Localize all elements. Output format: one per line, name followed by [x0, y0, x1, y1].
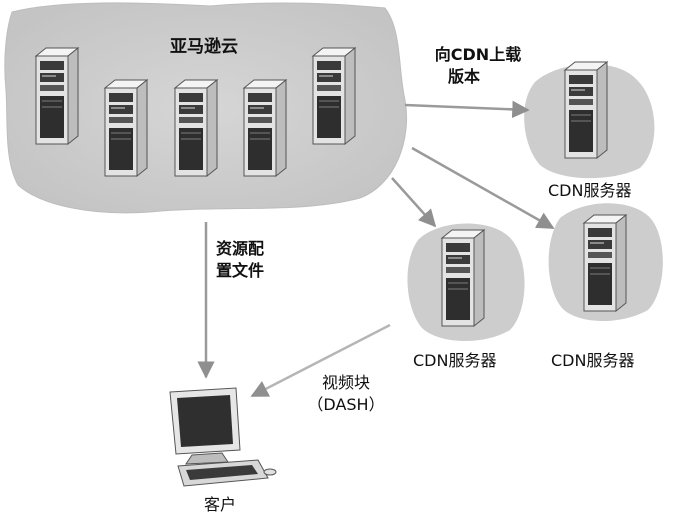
chunks-edge-label-line2: （DASH） — [307, 395, 385, 414]
origin-server-4 — [243, 79, 287, 177]
origin-server-5 — [312, 47, 356, 145]
chunks-edge-label: 视频块 （DASH） — [296, 372, 396, 416]
cloud-label: 亚马逊云 — [170, 37, 238, 57]
origin-server-1 — [35, 47, 79, 145]
manifest-edge-label-line1: 资源配 — [216, 239, 265, 258]
origin-server-3 — [174, 79, 218, 177]
cdn-server-2 — [441, 229, 485, 327]
arrow-chunks-to-client — [250, 323, 391, 398]
client-computer — [169, 387, 277, 487]
upload-edge-label: 向CDN上载 版本 — [418, 44, 538, 88]
cdn-server-3 — [583, 214, 627, 312]
origin-server-2 — [104, 79, 148, 177]
arrow-upload-to-cdn-1 — [404, 100, 530, 119]
cdn-server-3-label: CDN服务器 — [551, 351, 635, 370]
arrow-upload-to-cdn-3 — [411, 146, 555, 230]
manifest-edge-label: 资源配 置文件 — [216, 238, 264, 282]
cdn-server-1-label: CDN服务器 — [548, 181, 632, 200]
arrow-upload-to-cdn-2 — [391, 177, 437, 228]
upload-edge-label-line2: 版本 — [448, 67, 481, 86]
chunks-edge-label-line1: 视频块 — [321, 373, 370, 392]
client-label: 客户 — [204, 495, 237, 514]
manifest-edge-label-line2: 置文件 — [216, 261, 265, 280]
cdn-server-2-label: CDN服务器 — [413, 351, 497, 370]
upload-edge-label-line1: 向CDN上载 — [434, 45, 522, 64]
cdn-server-1 — [564, 61, 608, 159]
